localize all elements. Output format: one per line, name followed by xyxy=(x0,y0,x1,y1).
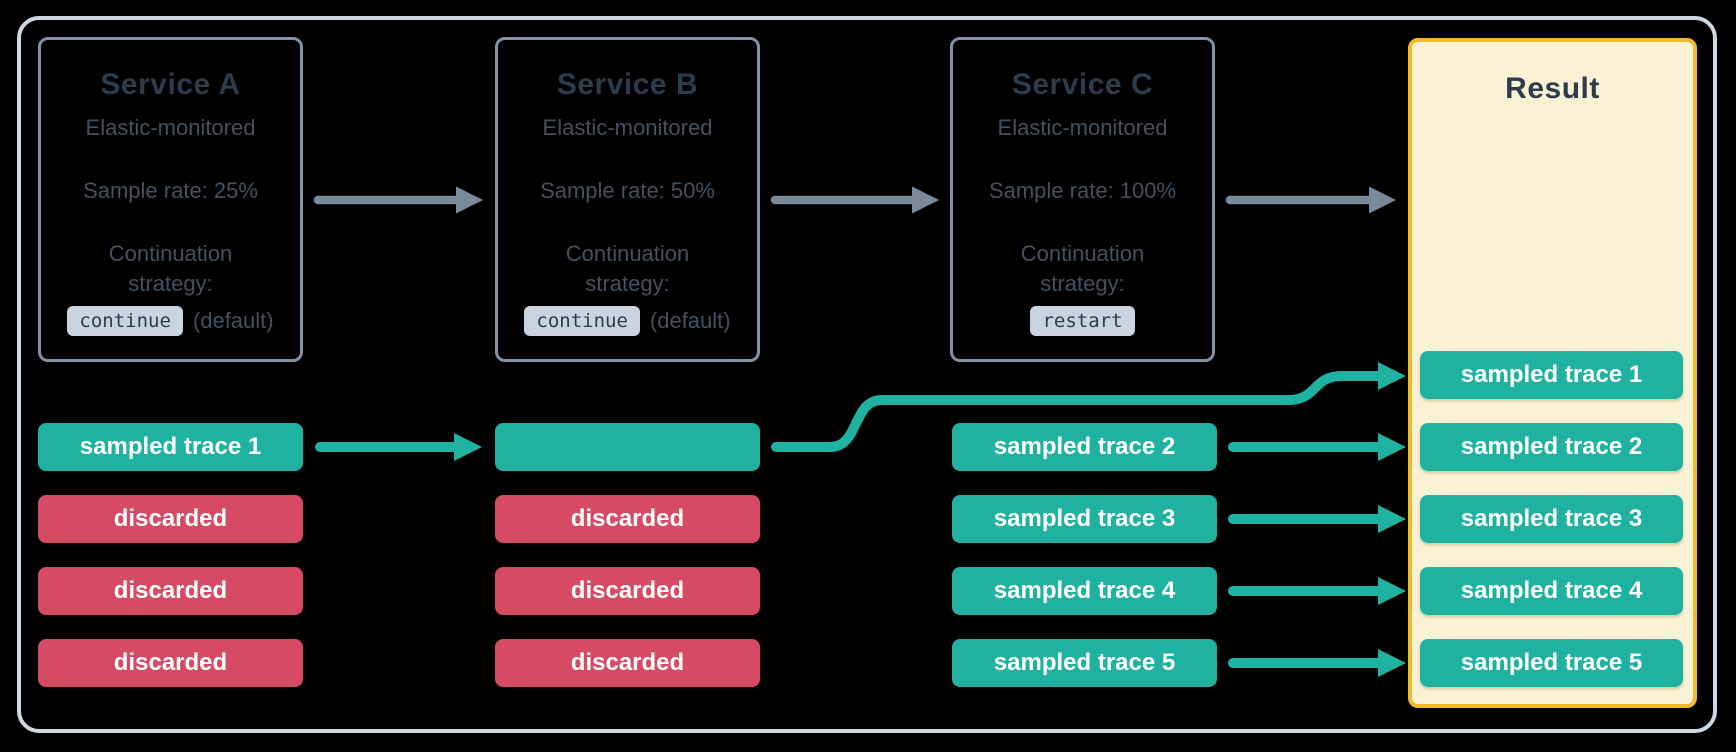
strategy-word: strategy: xyxy=(128,271,213,296)
service-a-box: Service A Elastic-monitored Sample rate:… xyxy=(38,37,303,362)
service-a-strategy-row: continue (default) xyxy=(67,306,274,336)
service-c-monitoring: Elastic-monitored xyxy=(997,115,1168,140)
service-a-monitoring: Elastic-monitored xyxy=(85,115,256,140)
service-a-title: Service A xyxy=(100,68,241,101)
service-c-sample-rate: Sample rate: 100% xyxy=(988,178,1177,203)
outer-frame xyxy=(17,16,1717,733)
service-c-sampled-trace-pill: sampled trace 5 xyxy=(952,639,1217,687)
result-sampled-trace-pill: sampled trace 4 xyxy=(1420,567,1683,615)
service-a-continuation-label: Continuation strategy: xyxy=(109,239,233,299)
service-c-strategy-chip: restart xyxy=(1030,306,1135,336)
continuation-word: Continuation xyxy=(565,241,690,266)
service-b-strategy-row: continue (default) xyxy=(524,306,731,336)
service-c-sampled-trace-pill: sampled trace 4 xyxy=(952,567,1217,615)
result-sampled-trace-pill: sampled trace 5 xyxy=(1420,639,1683,687)
service-b-box: Service B Elastic-monitored Sample rate:… xyxy=(495,37,760,362)
result-panel: Result sampled trace 1 sampled trace 2 s… xyxy=(1408,38,1697,708)
service-a-sample-rate: Sample rate: 25% xyxy=(83,178,258,203)
service-b-strategy-note: (default) xyxy=(649,308,731,333)
service-b-sample-rate: Sample rate: 50% xyxy=(540,178,715,203)
result-sampled-trace-pill: sampled trace 2 xyxy=(1420,423,1683,471)
service-a-strategy-note: (default) xyxy=(192,308,274,333)
service-b-monitoring: Elastic-monitored xyxy=(542,115,713,140)
result-title: Result xyxy=(1505,72,1600,105)
service-b-title: Service B xyxy=(556,68,699,101)
result-sampled-trace-pill: sampled trace 3 xyxy=(1420,495,1683,543)
service-b-discarded-pill: discarded xyxy=(495,567,760,615)
service-c-box: Service C Elastic-monitored Sample rate:… xyxy=(950,37,1215,362)
service-b-discarded-pill: discarded xyxy=(495,639,760,687)
service-c-title: Service C xyxy=(1011,68,1154,101)
continuation-word: Continuation xyxy=(1020,241,1145,266)
result-sampled-trace-pill: sampled trace 1 xyxy=(1420,351,1683,399)
service-c-sampled-trace-pill: sampled trace 3 xyxy=(952,495,1217,543)
strategy-word: strategy: xyxy=(1040,271,1125,296)
service-b-continuation-label: Continuation strategy: xyxy=(566,239,690,299)
service-c-continuation-label: Continuation strategy: xyxy=(1021,239,1145,299)
service-a-sampled-trace-pill: sampled trace 1 xyxy=(38,423,303,471)
service-c-sampled-trace-pill: sampled trace 2 xyxy=(952,423,1217,471)
service-c-strategy-row: restart xyxy=(1030,306,1135,336)
service-b-strategy-chip: continue xyxy=(524,306,640,336)
service-b-sampled-trace-pill xyxy=(495,423,760,471)
continuation-word: Continuation xyxy=(108,241,233,266)
service-a-discarded-pill: discarded xyxy=(38,639,303,687)
service-a-discarded-pill: discarded xyxy=(38,567,303,615)
service-a-discarded-pill: discarded xyxy=(38,495,303,543)
service-b-discarded-pill: discarded xyxy=(495,495,760,543)
service-a-strategy-chip: continue xyxy=(67,306,183,336)
strategy-word: strategy: xyxy=(585,271,670,296)
